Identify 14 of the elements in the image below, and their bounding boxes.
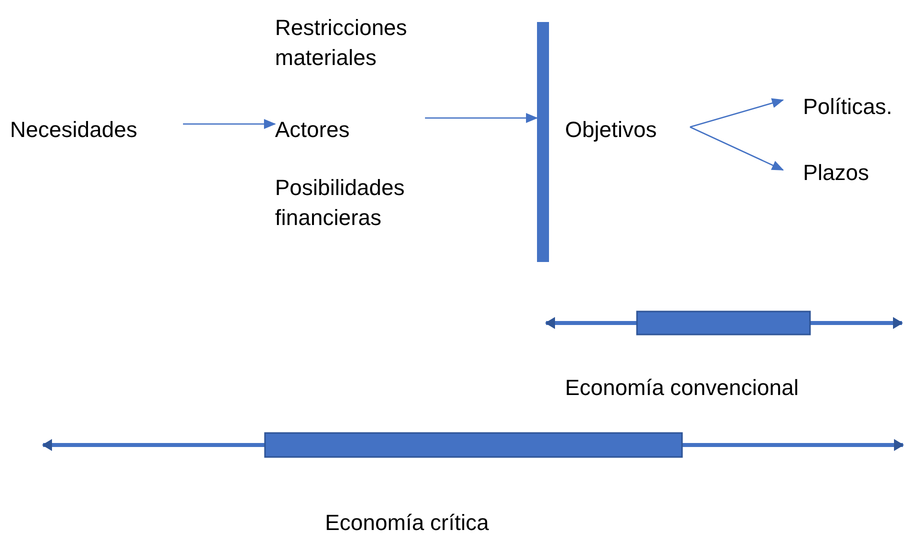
term-label: Actores (275, 115, 425, 145)
caption-text: Economía crítica (325, 509, 489, 537)
term-label: Políticas. (783, 92, 903, 122)
term-label: Posibilidades financieras (275, 173, 440, 233)
arrow (690, 126, 784, 171)
arrow (183, 119, 276, 129)
divider-bar (537, 22, 549, 262)
arrow (425, 113, 538, 123)
term-label: Objetivos (565, 115, 690, 145)
term-label: Plazos (783, 158, 893, 188)
term-label: Necesidades (10, 115, 183, 145)
caption-text: Economía convencional (565, 374, 799, 402)
term-label: Restricciones materiales (275, 13, 440, 73)
arrow (690, 98, 784, 128)
